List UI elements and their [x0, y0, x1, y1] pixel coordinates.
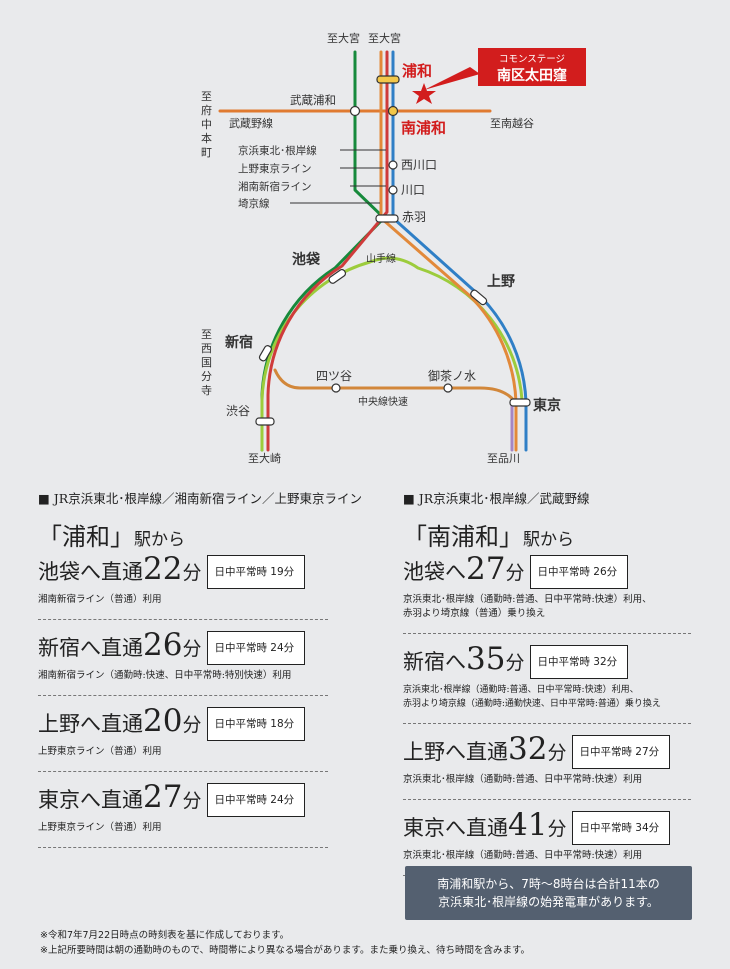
to-fuchu-label: 至 府 中 本 町 — [201, 90, 212, 159]
urawa-entry-shinjuku: 新宿へ直通26分日中平常時 24分 湘南新宿ライン（通勤時:快速、日中平常時:特… — [38, 620, 328, 696]
saikyo-label: 埼京線 — [238, 197, 270, 210]
daytime-badge: 日中平常時 26分 — [530, 555, 629, 589]
minami-urawa-entry-ikebukuro: 池袋へ27分日中平常時 26分 京浜東北･根岸線（通勤時:普通、日中平常時:快速… — [403, 552, 691, 634]
nishikawaguchi-station-marker — [388, 160, 398, 170]
to-minami-koshigaya-label: 至南越谷 — [490, 116, 534, 130]
to-nishikokubunji-label: 至 西 国 分 寺 — [201, 328, 212, 397]
tokyo-station-marker — [509, 398, 531, 407]
to-shinagawa-label: 至品川 — [487, 452, 520, 465]
to-osaki-label: 至大崎 — [248, 451, 281, 465]
svg-text:西: 西 — [201, 342, 212, 355]
ueno-tokyo-line-path — [379, 50, 518, 452]
daytime-badge: 日中平常時 19分 — [207, 555, 306, 589]
station-tokyo: 東京 — [533, 397, 561, 414]
musashino-line-label: 武蔵野線 — [229, 116, 273, 130]
footnote-commute: ※上記所要時間は朝の通勤時のもので、時間帯により異なる場合があります。また乗り換… — [40, 945, 530, 956]
daytime-badge: 日中平常時 34分 — [572, 811, 671, 845]
ueno-tokyo-label: 上野東京ライン — [238, 162, 312, 175]
station-akabane: 赤羽 — [402, 210, 426, 224]
svg-text:府: 府 — [201, 103, 212, 117]
daytime-badge: 日中平常時 18分 — [207, 707, 306, 741]
first-train-callout: 南浦和駅から、7時～8時台は合計11本の 京浜東北･根岸線の始発電車があります。 — [405, 866, 692, 920]
svg-text:寺: 寺 — [201, 384, 212, 397]
shinjuku-station-marker — [258, 345, 272, 362]
property-label-line1: コモンステージ — [499, 54, 565, 65]
urawa-entry-tokyo: 東京へ直通27分日中平常時 24分 上野東京ライン（普通）利用 — [38, 772, 328, 848]
footnotes: ※令和7年7月22日時点の時刻表を基に作成しております。 ※上記所要時間は朝の通… — [40, 928, 530, 958]
property-pointer — [424, 67, 480, 90]
daytime-badge: 日中平常時 24分 — [207, 631, 306, 665]
yotsuya-station-marker — [331, 383, 341, 393]
urawa-station-marker — [376, 75, 400, 84]
chuo-line-path — [273, 368, 517, 404]
svg-text:本: 本 — [201, 131, 212, 145]
urawa-entry-ikebukuro: 池袋へ直通22分日中平常時 19分 湘南新宿ライン（普通）利用 — [38, 552, 328, 620]
station-shibuya: 渋谷 — [226, 404, 250, 418]
svg-text:国: 国 — [201, 356, 212, 369]
station-nishikawaguchi: 西川口 — [401, 158, 437, 172]
svg-text:町: 町 — [201, 146, 212, 159]
route-map: コモンステージ 南区太田窪 至大宮 至大宮 至 府 中 本 町 至南越谷 至 西… — [201, 31, 586, 465]
akabane-station-marker — [375, 214, 399, 223]
property-star-icon — [412, 83, 436, 104]
urawa-lines-header: ■ JR京浜東北･根岸線／湘南新宿ライン／上野東京ライン — [38, 491, 362, 506]
minami-urawa-lines-header: ■ JR京浜東北･根岸線／武蔵野線 — [403, 491, 590, 506]
to-omiya-label-1: 至大宮 — [327, 31, 360, 45]
yamanote-line-path — [260, 256, 524, 452]
urawa-entry-ueno: 上野へ直通20分日中平常時 18分 上野東京ライン（普通）利用 — [38, 696, 328, 772]
minami-urawa-entry-ueno: 上野へ直通32分日中平常時 27分 京浜東北･根岸線（通勤時:普通、日中平常時:… — [403, 724, 691, 800]
footnote-timetable: ※令和7年7月22日時点の時刻表を基に作成しております。 — [40, 930, 290, 941]
station-urawa: 浦和 — [402, 62, 432, 80]
svg-text:中: 中 — [201, 118, 212, 131]
ochanomizu-station-marker — [443, 383, 453, 393]
svg-text:至: 至 — [201, 90, 212, 103]
shonan-shinjuku-label: 湘南新宿ライン — [238, 180, 312, 193]
station-minami-urawa: 南浦和 — [401, 119, 446, 137]
keihin-tohoku-label: 京浜東北･根岸線 — [238, 144, 317, 157]
minami-urawa-from-title: 「南浦和」駅から — [403, 523, 574, 551]
minami-urawa-entry-shinjuku: 新宿へ35分日中平常時 32分 京浜東北･根岸線（通勤時:普通、日中平常時:快速… — [403, 634, 691, 724]
daytime-badge: 日中平常時 24分 — [207, 783, 306, 817]
svg-text:分: 分 — [201, 370, 212, 383]
property-label-box — [478, 48, 586, 86]
urawa-column: ■ JR京浜東北･根岸線／湘南新宿ライン／上野東京ライン 「浦和」駅から 池袋へ… — [38, 488, 362, 848]
kawaguchi-station-marker — [388, 185, 398, 195]
station-yotsuya: 四ツ谷 — [316, 369, 352, 383]
urawa-from-title: 「浦和」駅から — [38, 523, 185, 551]
to-omiya-label-2: 至大宮 — [368, 31, 401, 45]
minami-urawa-entry-tokyo: 東京へ直通41分日中平常時 34分 京浜東北･根岸線（通勤時:普通、日中平常時:… — [403, 800, 691, 876]
shibuya-station-marker — [255, 417, 275, 426]
chuo-line-label: 中央線快速 — [358, 395, 408, 408]
property-label-line2: 南区太田窪 — [497, 67, 567, 84]
station-musashi-urawa: 武蔵浦和 — [290, 93, 336, 107]
daytime-badge: 日中平常時 27分 — [572, 735, 671, 769]
svg-text:至: 至 — [201, 328, 212, 341]
station-ikebukuro: 池袋 — [292, 251, 321, 268]
minami-urawa-column: ■ JR京浜東北･根岸線／武蔵野線 「南浦和」駅から 池袋へ27分日中平常時 2… — [403, 488, 691, 876]
daytime-badge: 日中平常時 32分 — [530, 645, 629, 679]
station-ueno: 上野 — [487, 274, 515, 290]
minami-urawa-station-marker — [387, 105, 399, 117]
musashi-urawa-station-marker — [349, 105, 361, 117]
station-kawaguchi: 川口 — [401, 183, 425, 197]
yamanote-line-label: 山手線 — [366, 252, 396, 265]
ueno-station-marker — [470, 289, 488, 306]
ikebukuro-station-marker — [328, 268, 347, 284]
station-ochanomizu: 御茶ノ水 — [428, 368, 476, 383]
shonan-shinjuku-line-path — [266, 50, 389, 452]
station-shinjuku: 新宿 — [225, 334, 253, 351]
